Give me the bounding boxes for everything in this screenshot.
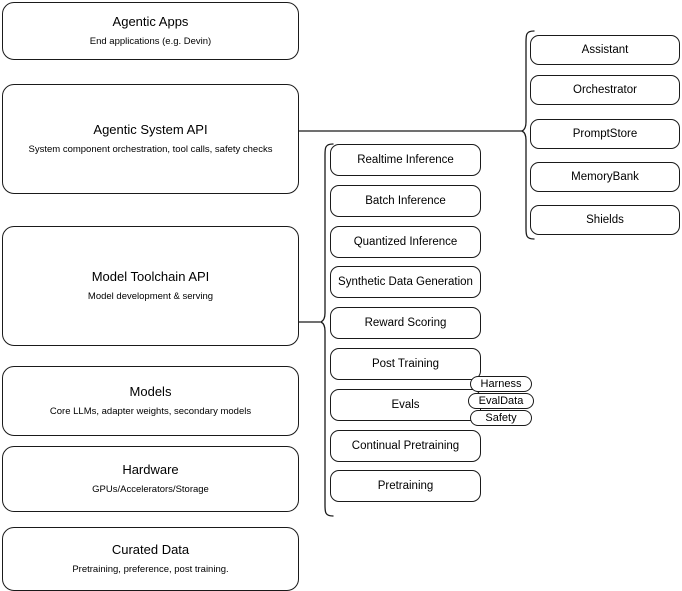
system-component-shields[interactable]: Shields [530, 205, 680, 235]
system-component-assistant[interactable]: Assistant [530, 35, 680, 65]
layer-subtitle: End applications (e.g. Devin) [89, 35, 212, 47]
toolchain-item-label: Pretraining [377, 479, 434, 492]
toolchain-item-batch-inference[interactable]: Batch Inference [330, 185, 481, 217]
eval-badge-label: Harness [480, 378, 522, 390]
layer-models[interactable]: Models Core LLMs, adapter weights, secon… [2, 366, 299, 436]
eval-badge-label: Safety [485, 412, 517, 424]
eval-badge-evaldata[interactable]: EvalData [468, 393, 534, 409]
eval-badge-safety[interactable]: Safety [470, 410, 532, 426]
layer-agentic-system-api[interactable]: Agentic System API System component orch… [2, 84, 299, 194]
layer-subtitle: GPUs/Accelerators/Storage [92, 483, 209, 495]
toolchain-item-label: Batch Inference [365, 194, 446, 207]
layer-title: Model Toolchain API [91, 269, 210, 285]
layer-curated-data[interactable]: Curated Data Pretraining, preference, po… [2, 527, 299, 591]
layer-hardware[interactable]: Hardware GPUs/Accelerators/Storage [2, 446, 299, 512]
eval-badge-harness[interactable]: Harness [470, 376, 532, 392]
toolchain-item-reward-scoring[interactable]: Reward Scoring [330, 307, 481, 339]
toolchain-item-evals[interactable]: Evals [330, 389, 481, 421]
layer-title: Curated Data [111, 542, 190, 558]
toolchain-item-realtime-inference[interactable]: Realtime Inference [330, 144, 481, 176]
toolchain-item-label: Quantized Inference [353, 235, 458, 248]
eval-badge-label: EvalData [478, 395, 524, 407]
layer-subtitle: Pretraining, preference, post training. [72, 563, 229, 575]
system-component-label: MemoryBank [571, 170, 639, 183]
layer-title: Hardware [122, 462, 179, 478]
toolchain-item-label: Continual Pretraining [351, 439, 460, 452]
toolchain-item-label: Evals [391, 398, 420, 411]
toolchain-item-label: Post Training [371, 357, 440, 370]
layer-title: Agentic System API [93, 122, 208, 138]
system-component-label: Assistant [581, 43, 629, 56]
system-component-label: Orchestrator [573, 83, 637, 96]
system-component-promptstore[interactable]: PromptStore [530, 119, 680, 149]
system-component-label: PromptStore [572, 127, 638, 140]
toolchain-item-label: Synthetic Data Generation [338, 275, 473, 288]
layer-subtitle: Model development & serving [87, 290, 214, 302]
system-component-label: Shields [586, 213, 624, 226]
layer-subtitle: System component orchestration, tool cal… [28, 143, 273, 155]
toolchain-item-post-training[interactable]: Post Training [330, 348, 481, 380]
toolchain-item-synthetic-data-generation[interactable]: Synthetic Data Generation [330, 266, 481, 298]
layer-agentic-apps[interactable]: Agentic Apps End applications (e.g. Devi… [2, 2, 299, 60]
layer-title: Agentic Apps [112, 14, 189, 30]
toolchain-item-continual-pretraining[interactable]: Continual Pretraining [330, 430, 481, 462]
toolchain-item-label: Reward Scoring [364, 316, 447, 329]
toolchain-item-pretraining[interactable]: Pretraining [330, 470, 481, 502]
system-component-orchestrator[interactable]: Orchestrator [530, 75, 680, 105]
layer-title: Models [129, 384, 172, 400]
layer-subtitle: Core LLMs, adapter weights, secondary mo… [49, 405, 252, 417]
toolchain-item-label: Realtime Inference [357, 153, 454, 166]
toolchain-item-quantized-inference[interactable]: Quantized Inference [330, 226, 481, 258]
layer-model-toolchain-api[interactable]: Model Toolchain API Model development & … [2, 226, 299, 346]
system-component-memorybank[interactable]: MemoryBank [530, 162, 680, 192]
